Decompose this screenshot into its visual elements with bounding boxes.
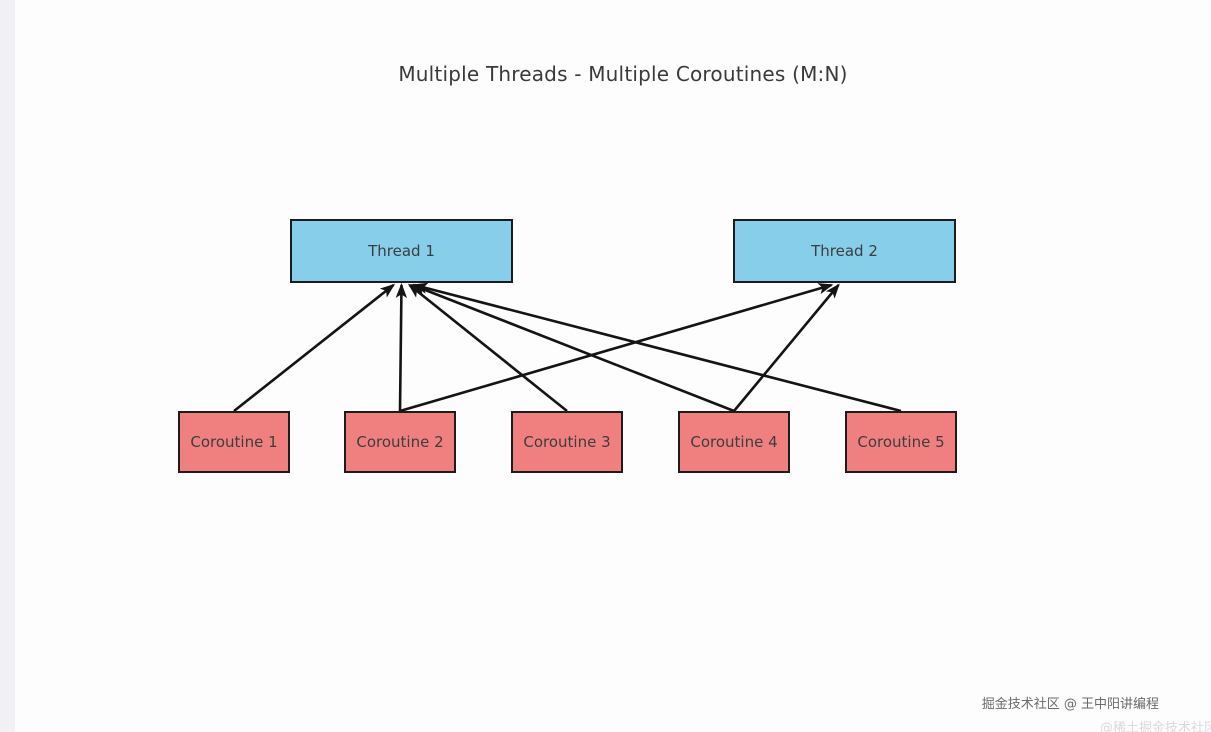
arrow-c3-to-t1	[407, 283, 568, 413]
arrow-c2-to-t2	[399, 283, 834, 413]
arrow-c2-to-t1	[395, 283, 408, 412]
coroutine-4-label: Coroutine 4	[690, 433, 778, 451]
thread-2-box: Thread 2	[733, 219, 956, 283]
watermark-community-credit: 掘金技术社区 @ 王中阳讲编程	[981, 697, 1159, 712]
diagram-title: Multiple Threads - Multiple Coroutines (…	[398, 62, 848, 86]
coroutine-3-label: Coroutine 3	[523, 433, 611, 451]
arrow-c1-to-t1	[233, 283, 396, 413]
left-edge-strip	[0, 0, 15, 732]
arrow-c4-to-t2	[732, 283, 840, 412]
watermark-faint-credit: @稀土掘金技术社区	[1099, 721, 1211, 732]
arrow-c4-to-t1	[410, 283, 735, 413]
coroutine-5-label: Coroutine 5	[857, 433, 945, 451]
coroutine-4-box: Coroutine 4	[678, 411, 790, 473]
coroutine-2-box: Coroutine 2	[344, 411, 456, 473]
thread-1-label: Thread 1	[368, 242, 435, 260]
arrow-c5-to-t1	[412, 282, 902, 413]
coroutine-1-box: Coroutine 1	[178, 411, 290, 473]
thread-2-label: Thread 2	[811, 242, 878, 260]
thread-1-box: Thread 1	[290, 219, 513, 283]
coroutine-3-box: Coroutine 3	[511, 411, 623, 473]
coroutine-1-label: Coroutine 1	[190, 433, 278, 451]
coroutine-2-label: Coroutine 2	[356, 433, 444, 451]
coroutine-5-box: Coroutine 5	[845, 411, 957, 473]
